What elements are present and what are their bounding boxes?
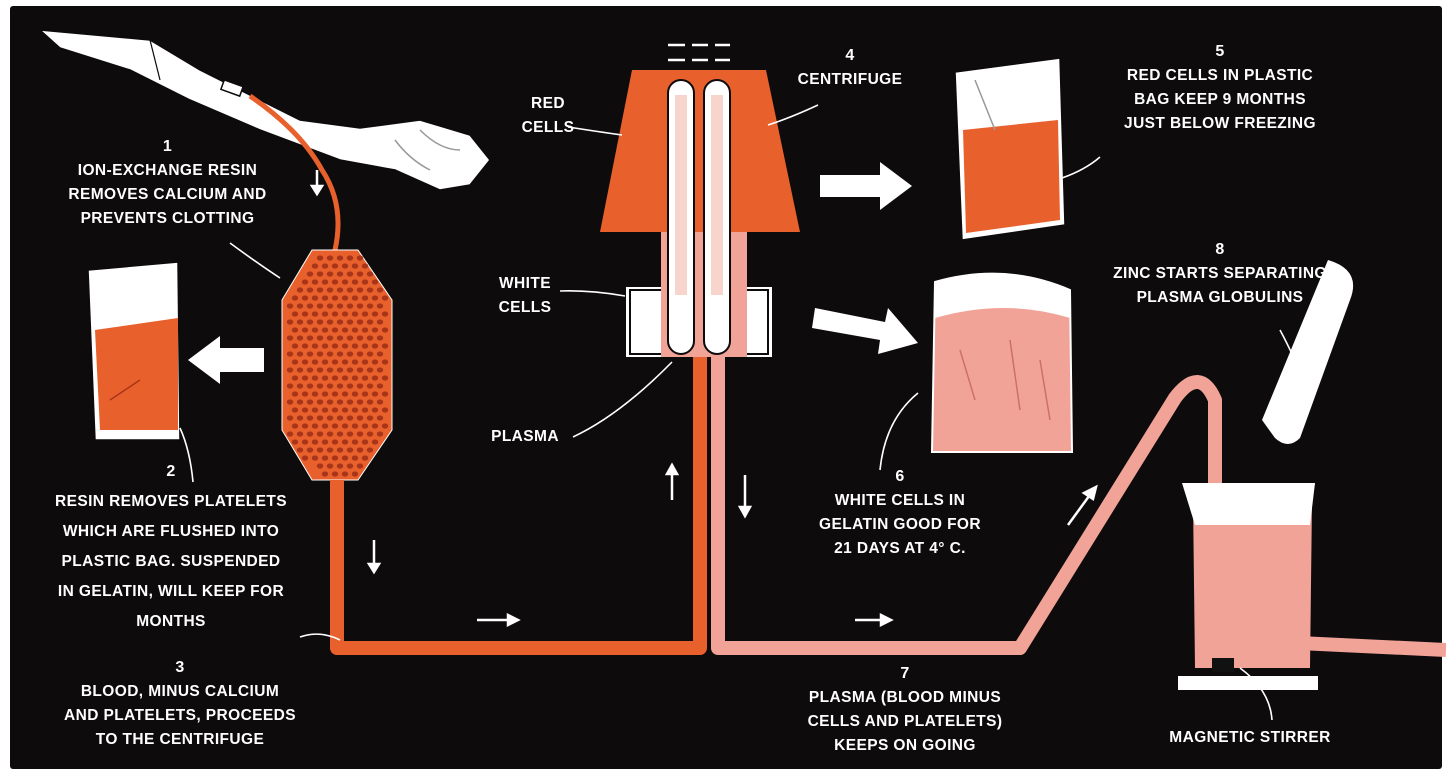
step-3-label: 3 BLOOD, MINUS CALCIUM AND PLATELETS, PR… <box>30 656 330 752</box>
step-4-label: 4 CENTRIFUGE <box>775 44 925 92</box>
arrow-icon <box>188 336 264 384</box>
step-7-label: 7 PLASMA (BLOOD MINUS CELLS AND PLATELET… <box>755 662 1055 758</box>
beaker-icon <box>1178 483 1318 690</box>
step-8-label: 8 ZINC STARTS SEPARATING PLASMA GLOBULIN… <box>1075 238 1365 310</box>
step-number: 4 <box>775 44 925 68</box>
centrifuge-icon <box>600 45 800 357</box>
plasma-label: PLASMA <box>470 425 580 449</box>
arrow-icon <box>812 308 918 354</box>
step-2-label: 2 RESIN REMOVES PLATELETS WHICH ARE FLUS… <box>12 457 330 637</box>
step-number: 2 <box>12 457 330 487</box>
plastic-bag-icon <box>88 262 180 440</box>
step-number: 8 <box>1075 238 1365 262</box>
step-1-label: 1 ION-EXCHANGE RESIN REMOVES CALCIUM AND… <box>25 135 310 231</box>
plastic-bag-icon <box>955 58 1065 240</box>
plastic-bag-icon <box>932 274 1072 452</box>
magnetic-stirrer-label: MAGNETIC STIRRER <box>1140 726 1360 750</box>
step-number: 1 <box>25 135 310 159</box>
step-number: 3 <box>30 656 330 680</box>
step-number: 7 <box>755 662 1055 686</box>
step-5-label: 5 RED CELLS IN PLASTIC BAG KEEP 9 MONTHS… <box>1085 40 1355 136</box>
step-number: 6 <box>800 465 1000 489</box>
step-6-label: 6 WHITE CELLS IN GELATIN GOOD FOR 21 DAY… <box>800 465 1000 561</box>
step-number: 5 <box>1085 40 1355 64</box>
arrow-icon <box>820 162 912 210</box>
white-cells-label: WHITE CELLS <box>480 272 570 320</box>
red-cells-label: RED CELLS <box>508 92 588 140</box>
resin-column-icon <box>282 250 392 480</box>
